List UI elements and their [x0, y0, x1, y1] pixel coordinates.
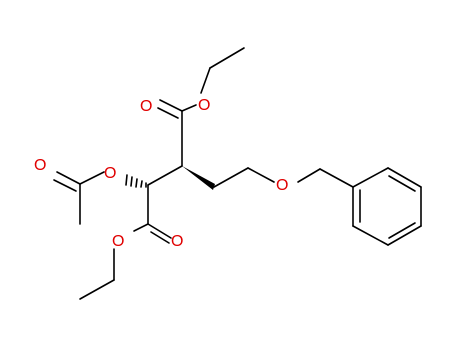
bond-acetoxy-o — [79, 171, 105, 185]
bond-chain-2 — [247, 167, 275, 183]
hashed-bond-acetoxy — [125, 174, 147, 188]
ring-inner-3 — [388, 175, 416, 192]
bond-acetyl-carbonyl-b — [53, 179, 77, 192]
ring-bond-5 — [387, 167, 422, 188]
atom-o-carbonyl-top: O — [140, 98, 152, 115]
atom-o-carbonyl-bottom: O — [171, 233, 183, 250]
bond-ester-o-top — [181, 104, 197, 112]
bond-ethyl-top-2 — [200, 67, 211, 94]
bond-ethyl-bottom-2 — [79, 279, 115, 300]
bond-carbonyl-bottom-b — [150, 231, 170, 244]
atom-o-ester-top: O — [198, 97, 210, 114]
wedge-bond-chain — [182, 166, 215, 190]
ring-bond-3 — [387, 225, 422, 246]
bond-carbonyl-bottom-a — [147, 223, 172, 239]
atom-o-ether: O — [276, 177, 288, 194]
atom-o-ester-bottom: O — [112, 233, 124, 250]
bond-carbonyl-top-b — [157, 107, 179, 119]
bond-ethyl-top-1 — [209, 47, 245, 69]
bond-carbonyl-top-a — [159, 99, 183, 112]
atom-o-acetoxy: O — [104, 165, 116, 182]
bond-ether-right — [297, 168, 321, 183]
bond-ester-o-bottom — [133, 223, 149, 232]
atom-o-acetyl-carbonyl: O — [34, 157, 46, 174]
ring-inner-2 — [388, 222, 416, 239]
bond-chain-1 — [213, 167, 249, 188]
bond-acetyl-carbonyl-a — [56, 171, 81, 185]
ring-bond-2 — [352, 225, 389, 246]
bond-benzyl — [319, 168, 354, 188]
bond-backbone-center — [147, 165, 183, 186]
ring-bond-6 — [352, 167, 389, 188]
